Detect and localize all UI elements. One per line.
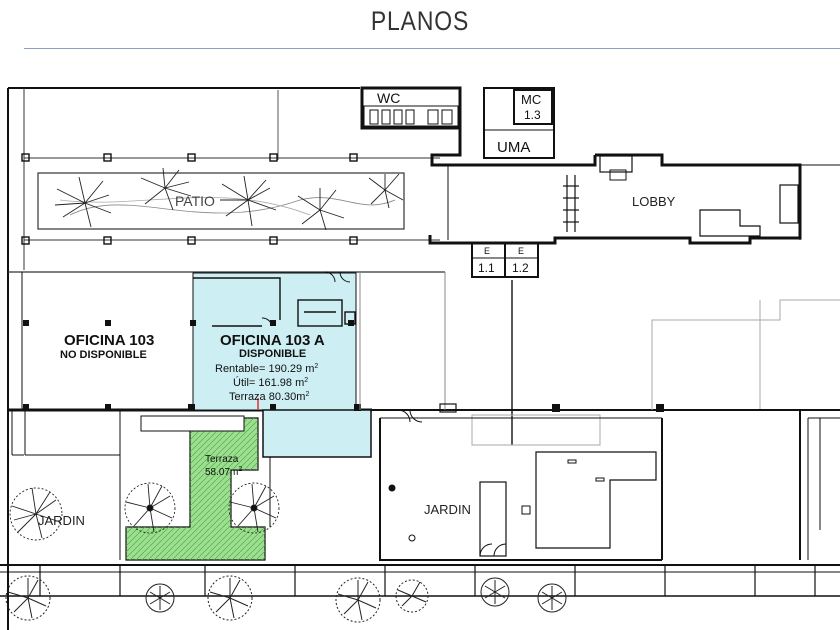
office-103-title: OFICINA 103 bbox=[64, 332, 154, 349]
sidewalk bbox=[0, 564, 840, 597]
building-outline bbox=[7, 87, 360, 630]
uma-label: UMA bbox=[497, 139, 530, 156]
lobby-label: LOBBY bbox=[632, 194, 676, 209]
e-right-label: E bbox=[518, 246, 524, 256]
east-zone bbox=[359, 272, 840, 560]
mc-number: 1.3 bbox=[524, 108, 541, 122]
jardin-center-label: JARDIN bbox=[424, 502, 471, 517]
office-103a-title: OFICINA 103 A bbox=[220, 332, 325, 349]
street-trees bbox=[5, 575, 567, 623]
service-core bbox=[360, 86, 597, 167]
terrace-green-area bbox=[125, 415, 266, 561]
patio-label: PATIO bbox=[175, 193, 215, 209]
center-garden bbox=[379, 417, 662, 561]
e-left-label: E bbox=[484, 246, 490, 256]
patio-area bbox=[8, 88, 445, 273]
office-103a-status: DISPONIBLE bbox=[239, 348, 306, 360]
lobby-area bbox=[428, 153, 840, 245]
elevator-1-label: 1.1 bbox=[478, 261, 495, 275]
office-103a-area bbox=[23, 271, 372, 458]
office-103a-rentable: Rentable= 190.29 m2 bbox=[215, 363, 318, 375]
office-103a-util: Útil= 161.98 m2 bbox=[233, 376, 308, 389]
elevator-2-label: 1.2 bbox=[512, 261, 529, 275]
wc-label: WC bbox=[377, 90, 400, 106]
office-103a-terraza: Terraza 80.30m2 bbox=[229, 391, 309, 403]
page-title: PLANOS bbox=[370, 6, 470, 36]
garden-trees bbox=[9, 482, 280, 541]
mc-label: MC bbox=[521, 92, 541, 107]
terrace-green-area-text: 58.07m2 bbox=[205, 466, 242, 478]
office-103-status: NO DISPONIBLE bbox=[60, 349, 147, 361]
title-rule bbox=[24, 48, 840, 49]
jardin-left-label: JARDIN bbox=[38, 513, 85, 528]
terrace-green-label: Terraza bbox=[205, 454, 239, 465]
